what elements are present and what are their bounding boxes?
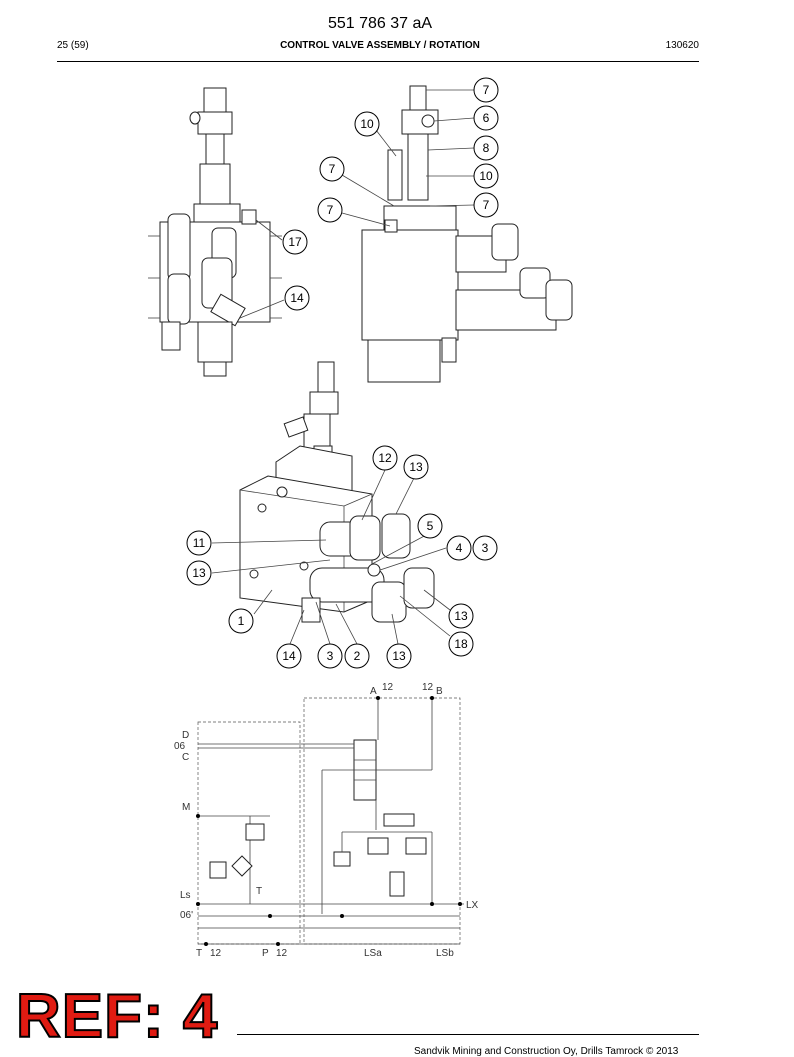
page-title: CONTROL VALVE ASSEMBLY / ROTATION [280,40,480,51]
callout-7a: 7 [483,83,490,97]
callout-7c: 7 [483,198,490,212]
internal-t-label: T [256,886,262,897]
callout-4: 4 [456,541,463,555]
port-d-size: 06 [174,741,186,752]
port-lx-label: LX [466,900,479,911]
port-t-label: T [196,948,202,959]
callout-1: 1 [238,614,245,628]
port-p-size: 12 [276,948,288,959]
callouts-middle: 12 13 5 4 3 11 13 1 13 18 14 3 2 13 [186,445,498,669]
callouts-top-left: 17 14 [282,229,310,311]
callout-11: 11 [193,536,206,550]
callout-13c: 13 [454,609,468,623]
port-m-label: M [182,802,190,813]
callouts-top-right: 7 6 10 8 7 10 7 7 [317,77,499,223]
hydraulic-schematic: A 12 12 B D 06 C M Ls 06' T T 12 P 12 LS… [174,682,479,959]
callout-14a: 14 [290,291,304,305]
port-b-label: B [436,686,443,697]
leaders-top-right [239,89,475,319]
callout-17: 17 [288,235,302,249]
footer-copyright: Sandvik Mining and Construction Oy, Dril… [414,1046,679,1057]
callout-14b: 14 [282,649,296,663]
drawing-code: 130620 [665,40,699,51]
leaders-middle [211,469,451,645]
callout-13a: 13 [409,460,423,474]
port-a-size: 12 [382,682,394,693]
callout-12: 12 [378,451,392,465]
callout-5: 5 [427,519,434,533]
header-rule [57,61,699,62]
port-ls-size: 06' [180,910,193,921]
footer-rule [237,1034,699,1035]
callout-7d: 7 [327,203,334,217]
port-lsa-label: LSa [364,948,382,959]
port-a-label: A [370,686,377,697]
reference-stamp: REF: 4 [15,982,219,1051]
callout-10a: 10 [360,117,374,131]
callout-13b: 13 [192,566,206,580]
valve-side-view [361,85,573,383]
valve-front-view [148,87,282,377]
callout-2: 2 [354,649,361,663]
callout-10b: 10 [479,169,493,183]
callout-18: 18 [454,637,468,651]
callout-8: 8 [483,141,490,155]
callout-6: 6 [483,111,490,125]
valve-iso-view [239,361,435,623]
port-t-size: 12 [210,948,222,959]
port-b-size: 12 [422,682,434,693]
callout-7b: 7 [329,162,336,176]
port-c-label: C [182,752,189,763]
port-d-label: D [182,730,189,741]
callout-3a: 3 [482,541,489,555]
port-ls-label: Ls [180,890,191,901]
page-number: 25 (59) [57,40,89,51]
callout-3b: 3 [327,649,334,663]
port-p-label: P [262,948,269,959]
port-lsb-label: LSb [436,948,454,959]
callout-13d: 13 [392,649,406,663]
document-number: 551 786 37 aA [327,15,433,32]
